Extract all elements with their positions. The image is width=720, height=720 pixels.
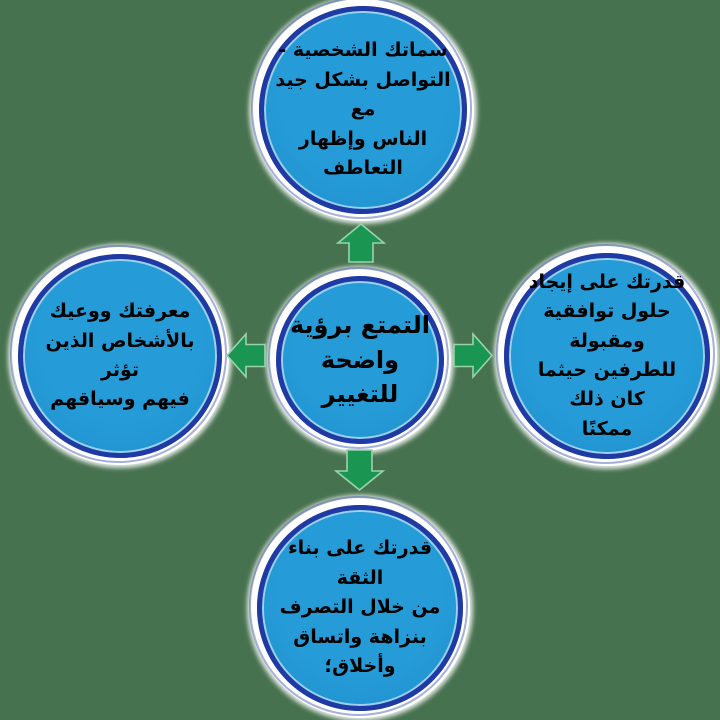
node-text-line: ممكنًا bbox=[581, 417, 633, 440]
node-bottom-circle: قدرتك على بناء الثقة من خلال التصرف بنزا… bbox=[249, 496, 468, 716]
node-right-text: قدرتك على إيجاد حلول توافقية ومقبولة للط… bbox=[509, 268, 705, 445]
node-text-line: معرفتك ووعيك bbox=[49, 300, 191, 323]
node-text-line: للتغيير bbox=[321, 380, 399, 409]
node-text-line: سماتك الشخصية - bbox=[278, 39, 448, 62]
node-right-circle: قدرتك على إيجاد حلول توافقية ومقبولة للط… bbox=[496, 244, 715, 464]
node-text-line: قدرتك على إيجاد bbox=[528, 270, 686, 293]
arrow-left-icon bbox=[225, 331, 266, 380]
node-text-line: بالأشخاص الذين تؤثر bbox=[45, 329, 195, 381]
node-text-line: التواصل بشكل جيد مع bbox=[275, 68, 451, 121]
node-text-line: واضحة bbox=[320, 345, 400, 374]
node-text-line: حلول توافقية ومقبولة bbox=[543, 300, 671, 352]
node-text-line: فيهم وسياقهم bbox=[50, 388, 190, 411]
node-text-line: بنزاهة واتساق وأخلاق؛ bbox=[293, 625, 427, 678]
node-text-line: الناس وإظهار التعاطف bbox=[298, 127, 428, 180]
node-center-text: التمتع برؤية واضحة للتغيير bbox=[286, 308, 434, 412]
node-left-circle: معرفتك ووعيك بالأشخاص الذين تؤثر فيهم وس… bbox=[10, 245, 227, 463]
node-text-line: قدرتك على بناء الثقة bbox=[287, 537, 433, 589]
node-center-circle: التمتع برؤية واضحة للتغيير bbox=[268, 267, 449, 449]
node-top-circle: سماتك الشخصية - التواصل بشكل جيد مع النا… bbox=[251, 0, 472, 219]
node-text-line: التمتع برؤية bbox=[289, 310, 431, 339]
arrow-up-icon bbox=[335, 222, 387, 263]
node-text-line: من خلال التصرف bbox=[279, 596, 441, 619]
node-left-text: معرفتك ووعيك بالأشخاص الذين تؤثر فيهم وس… bbox=[23, 297, 217, 415]
arrow-down-icon bbox=[333, 449, 386, 492]
node-bottom-text: قدرتك على بناء الثقة من خلال التصرف بنزا… bbox=[262, 534, 458, 681]
node-text-line: للطرفين حيثما كان ذلك bbox=[537, 359, 677, 411]
node-top-text: سماتك الشخصية - التواصل بشكل جيد مع النا… bbox=[264, 36, 462, 183]
arrow-right-icon bbox=[453, 331, 494, 380]
